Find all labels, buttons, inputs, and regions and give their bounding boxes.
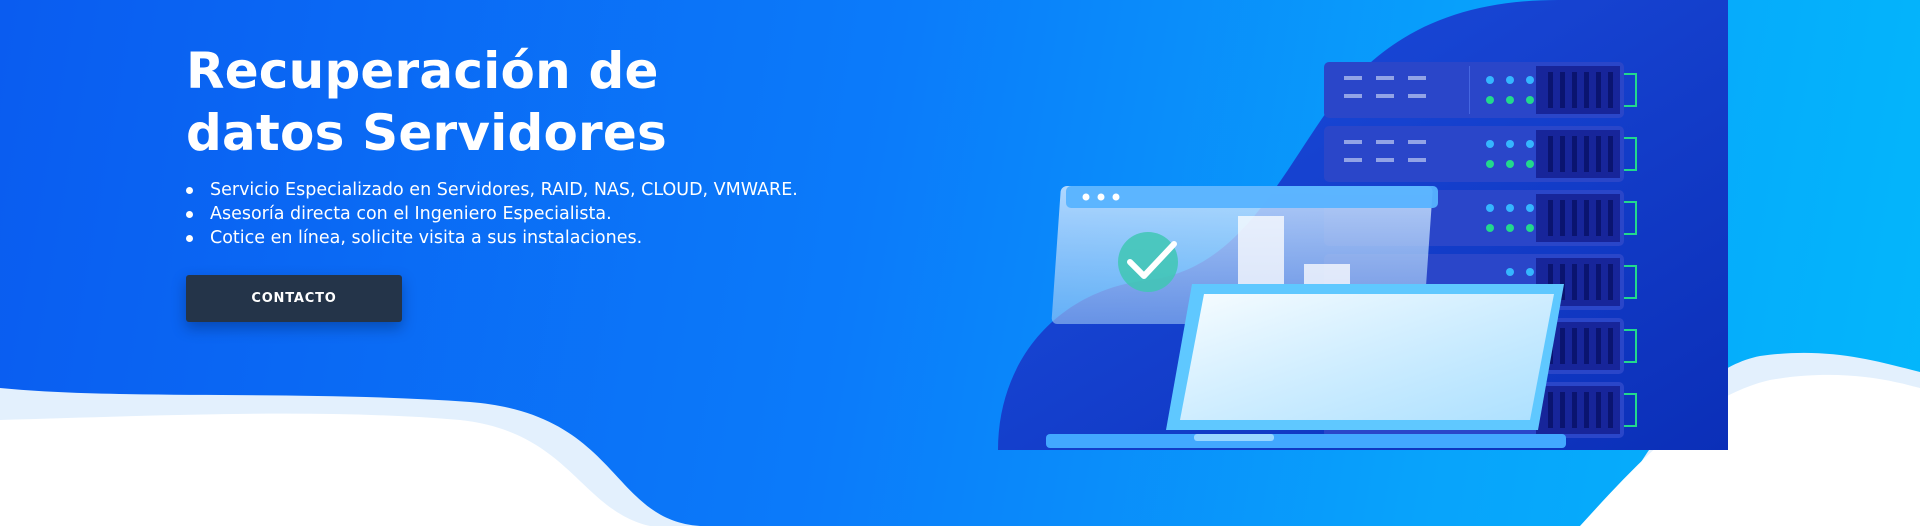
bullet-dot	[186, 211, 193, 218]
contact-button[interactable]: CONTACTO	[186, 275, 402, 322]
feature-list: Servicio Especializado en Servidores, RA…	[186, 178, 946, 250]
page-title: Recuperación de datos Servidores	[186, 40, 946, 164]
bullet-dot	[186, 235, 193, 242]
server-unit	[1324, 62, 1637, 118]
wave-white	[0, 374, 1920, 526]
title-line: datos Servidores	[186, 104, 667, 162]
hero-content: Recuperación de datos Servidores Servici…	[186, 40, 946, 250]
feature-item: Asesoría directa con el Ingeniero Especi…	[186, 202, 946, 226]
server-illustration	[998, 0, 1728, 450]
feature-item: Servicio Especializado en Servidores, RA…	[186, 178, 946, 202]
feature-item: Cotice en línea, solicite visita a sus i…	[186, 226, 946, 250]
server-unit	[1324, 126, 1637, 182]
feature-text: Asesoría directa con el Ingeniero Especi…	[210, 204, 612, 224]
bullet-dot	[186, 187, 193, 194]
feature-text: Servicio Especializado en Servidores, RA…	[210, 180, 798, 200]
feature-text: Cotice en línea, solicite visita a sus i…	[210, 228, 643, 248]
check-circle-icon	[1118, 232, 1178, 292]
laptop-icon	[1046, 284, 1566, 448]
title-line: Recuperación de	[186, 42, 659, 100]
